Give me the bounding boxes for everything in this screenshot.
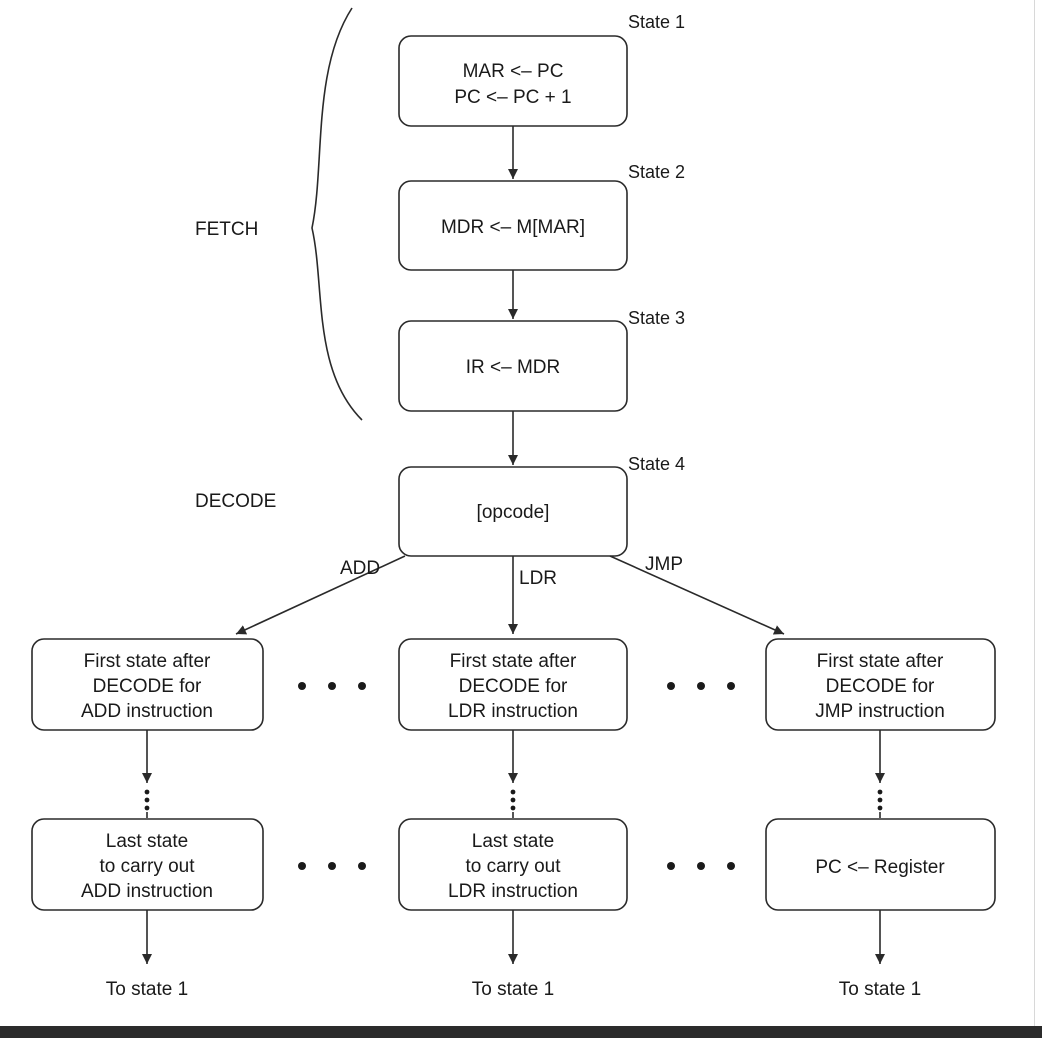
branch-ldr-label: LDR xyxy=(519,568,557,589)
add-return-label: To state 1 xyxy=(106,979,188,1000)
state-3-text: IR <– MDR xyxy=(466,357,561,378)
state-3-label: State 3 xyxy=(628,308,685,328)
state-1-line1: MAR <– PC xyxy=(463,61,564,82)
jmp-last-text: PC <– Register xyxy=(815,857,945,878)
add-last-line2: to carry out xyxy=(99,856,195,877)
add-first-line3: ADD instruction xyxy=(81,701,213,722)
state-1-line2: PC <– PC + 1 xyxy=(454,87,571,108)
state-2-text: MDR <– M[MAR] xyxy=(441,217,585,238)
ldr-first-line1: First state after xyxy=(450,651,577,672)
ldr-first-line2: DECODE for xyxy=(459,676,568,697)
ldr-continuation xyxy=(508,730,518,818)
jmp-first-line3: JMP instruction xyxy=(815,701,945,722)
ldr-last-line2: to carry out xyxy=(465,856,561,877)
arrow-jmp-branch xyxy=(609,555,785,635)
add-last-line1: Last state xyxy=(106,831,188,852)
jmp-first-line2: DECODE for xyxy=(826,676,935,697)
add-first-line1: First state after xyxy=(84,651,211,672)
state-4-text: [opcode] xyxy=(477,502,550,523)
add-first-line2: DECODE for xyxy=(93,676,202,697)
ellipsis-dots-row1-left xyxy=(298,682,366,690)
ellipsis-dots-row2-right xyxy=(667,862,735,870)
jmp-first-line1: First state after xyxy=(817,651,944,672)
state-2-label: State 2 xyxy=(628,162,685,182)
add-continuation xyxy=(142,730,152,818)
fetch-brace xyxy=(311,7,363,421)
state-4-label: State 4 xyxy=(628,454,685,474)
ldr-last-line1: Last state xyxy=(472,831,554,852)
right-edge-divider xyxy=(1034,0,1035,1026)
branch-jmp-label: JMP xyxy=(645,554,683,575)
branch-add-label: ADD xyxy=(340,558,380,579)
state-1-label: State 1 xyxy=(628,12,685,32)
bottom-bar xyxy=(0,1026,1042,1038)
add-last-line3: ADD instruction xyxy=(81,881,213,902)
arrow-add-branch xyxy=(235,555,406,635)
ldr-last-line3: LDR instruction xyxy=(448,881,578,902)
ellipsis-dots-row1-right xyxy=(667,682,735,690)
ldr-first-line3: LDR instruction xyxy=(448,701,578,722)
jmp-return-label: To state 1 xyxy=(839,979,921,1000)
decode-label: DECODE xyxy=(195,491,276,512)
jmp-continuation xyxy=(875,730,885,818)
ldr-return-label: To state 1 xyxy=(472,979,554,1000)
ellipsis-dots-row2-left xyxy=(298,862,366,870)
fetch-label: FETCH xyxy=(195,219,258,240)
